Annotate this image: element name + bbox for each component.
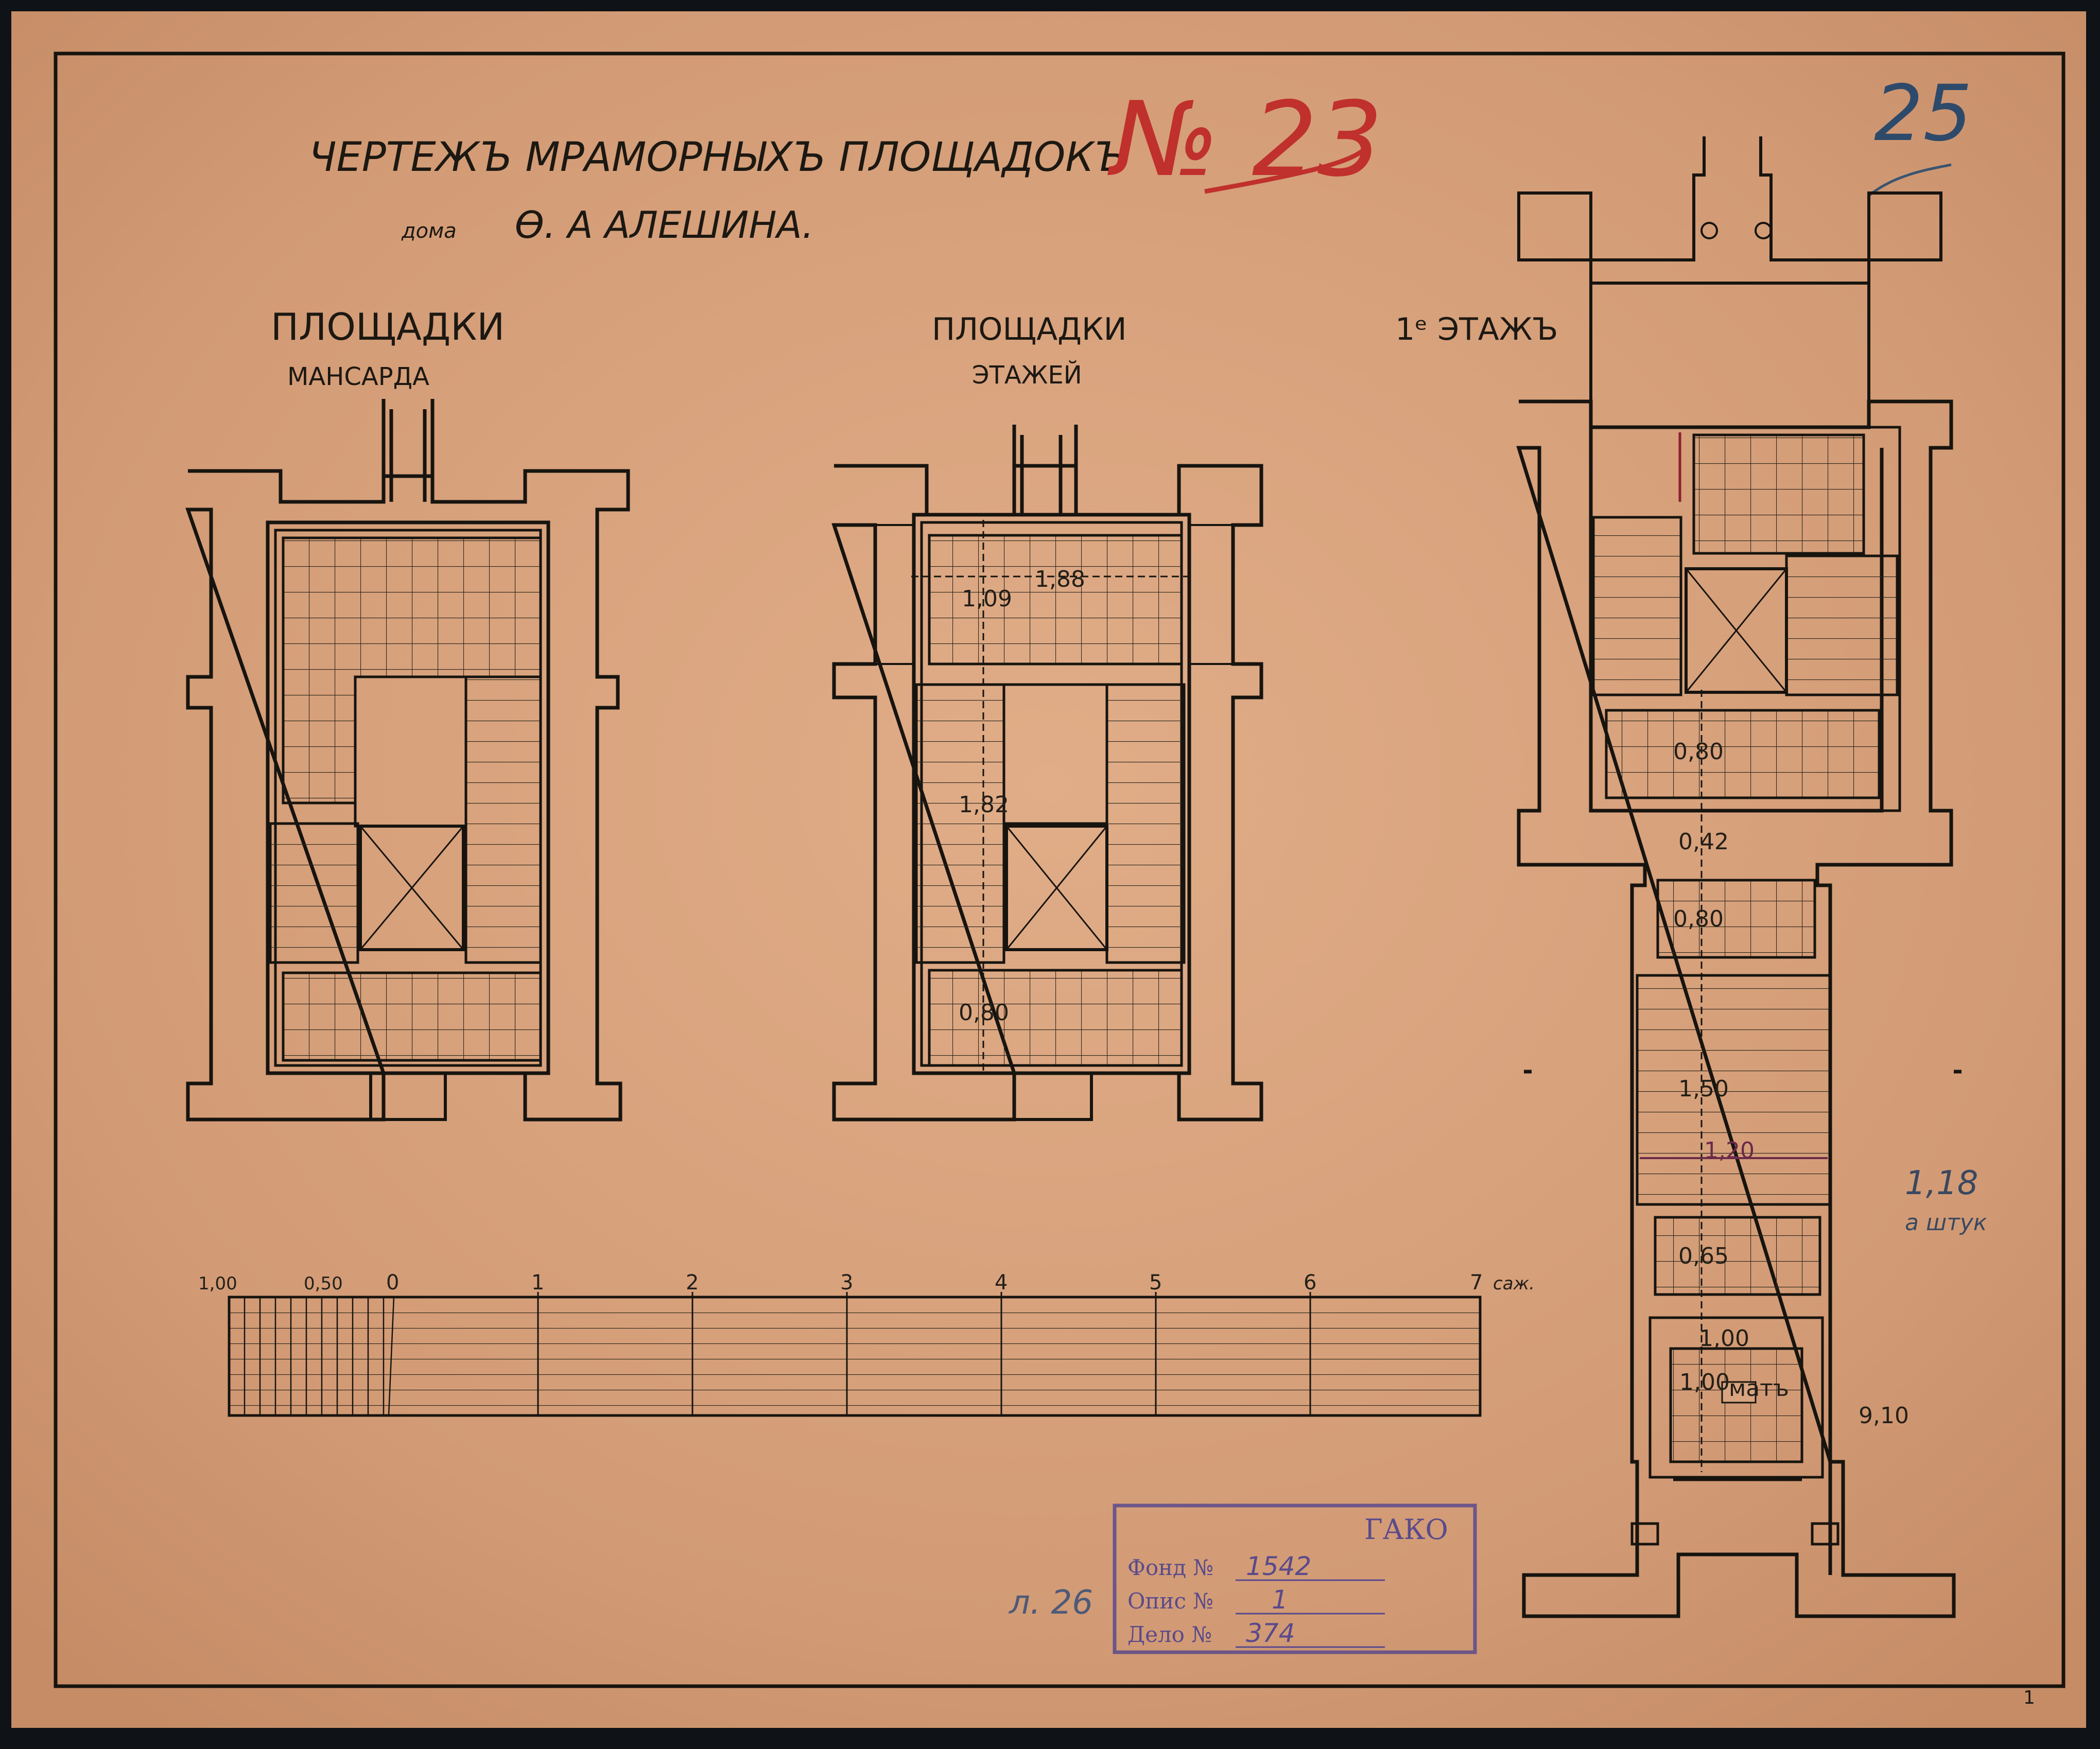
scale-unit: саж. [1493, 1273, 1535, 1294]
folio-number: 1 [2023, 1687, 2035, 1708]
floors-upper-landing [928, 534, 1183, 666]
ground-shaft-cross [1685, 568, 1787, 693]
ground-stairs-right [1785, 554, 1899, 696]
attic-bottom-post [369, 1072, 447, 1121]
stamp-opis-value: 1 [1272, 1585, 1288, 1615]
floors-title: ПЛОЩАДКИ [932, 311, 1127, 347]
attic-stairs-left [269, 822, 359, 964]
ground-vestibule-tile [1669, 1347, 1803, 1463]
ground-dim-1: 0,80 [1673, 739, 1724, 765]
scale-label-7: 7 [1470, 1271, 1483, 1295]
ground-top-walls [1517, 136, 1942, 401]
floors-dim-2: 1,88 [1035, 566, 1085, 592]
stamp-fond-value: 1542 [1246, 1551, 1311, 1581]
scale-label-2: 2 [686, 1271, 699, 1295]
ground-mat [1721, 1381, 1757, 1404]
floors-lower-landing [928, 969, 1183, 1067]
scale-bar-frame [228, 1296, 1482, 1417]
floors-walls [831, 425, 1263, 1122]
ground-upper-tile [1692, 433, 1865, 555]
ground-dim-10: 9,10 [1859, 1403, 1909, 1429]
floors-subtitle: ЭТАЖЕЙ [972, 360, 1082, 390]
floors-bottom-post [1013, 1072, 1093, 1121]
stamp-archive: ГАКО [1364, 1513, 1448, 1546]
scale-label-1: 1 [531, 1271, 544, 1295]
ground-landing-1 [1605, 709, 1881, 799]
scale-label-6: 6 [1304, 1271, 1316, 1295]
ground-dim-5: 1,20 [1704, 1138, 1755, 1164]
ground-vestibule [1648, 1316, 1824, 1479]
ground-stair-enclosure [1589, 426, 1901, 812]
floors-dim-1: 1,09 [962, 586, 1012, 612]
stamp-border [1113, 1503, 1477, 1654]
scale-label-3: 3 [840, 1271, 853, 1295]
sheet-subtitle-prefix: дома [401, 219, 457, 243]
floors-stairs-left [915, 683, 1005, 964]
ground-dim-4: 1,50 [1678, 1076, 1729, 1102]
ground-stairs-left [1592, 516, 1682, 696]
sheet-number-red: № 23 [1107, 80, 1383, 200]
ground-main-walls [1516, 399, 1962, 1618]
floors-pilaster-left [874, 524, 915, 665]
plan-ground-floor: 1ᵉ ЭТАЖЪ 0,80 0,42 0,80 1,50 1,20 0,65 1… [1395, 136, 1962, 1618]
floors-shaft-cross [1005, 826, 1108, 950]
ground-title: 1ᵉ ЭТАЖЪ [1395, 311, 1558, 347]
scale-bar: 1,00 0,50 0 1 2 3 4 5 6 7 саж. [198, 1271, 1535, 1417]
sheet-number: 25 [1874, 69, 1972, 159]
stamp-delo-label: Дело № [1127, 1622, 1212, 1647]
attic-lower-landing [282, 971, 542, 1062]
scale-bar-divisions [537, 1292, 1311, 1415]
ground-landing-3 [1654, 1216, 1821, 1296]
ground-dim-7: 1,00 [1699, 1325, 1749, 1352]
plan-floors: ПЛОЩАДКИ ЭТАЖЕЙ 1,09 1,88 1,82 0,80 [831, 311, 1263, 1122]
pencil-folio-note: л. 26 [1008, 1584, 1093, 1622]
ground-dim-9: матъ [1729, 1375, 1789, 1402]
attic-subtitle: МАНСАРДА [287, 362, 429, 391]
scale-label-4: 4 [995, 1271, 1008, 1295]
owner-name: Ѳ. А АЛЕШИНА. [515, 203, 814, 247]
plan-attic: ПЛОЩАДКИ МАНСАРДА [185, 305, 630, 1122]
ground-dim-8: 1,00 [1679, 1369, 1730, 1395]
floors-stairs-right [1105, 683, 1186, 964]
floors-dim-3: 1,82 [959, 792, 1009, 818]
scale-label-100: 1,00 [198, 1273, 237, 1294]
ground-dim-3: 0,80 [1673, 906, 1724, 932]
floors-dim-lines [911, 520, 1194, 1071]
floors-well [1002, 683, 1108, 825]
attic-lift-shaft [359, 825, 465, 951]
stamp-fond-label: Фонд № [1127, 1555, 1213, 1580]
ground-landing-2 [1656, 879, 1816, 959]
side-note-value: 1,18 [1905, 1164, 1978, 1202]
attic-stairs-right [464, 675, 542, 964]
ground-column-right [1755, 222, 1772, 239]
stamp-underlines [1236, 1579, 1385, 1648]
sheet-title: ЧЕРТЕЖЪ МРАМОРНЫХЪ ПЛОЩАДОКЪ [309, 134, 1127, 181]
archive-stamp: ГАКО Фонд № 1542 Опис № 1 Дело № 374 [1113, 1503, 1477, 1654]
ground-dim-2: 0,42 [1678, 829, 1729, 855]
stamp-opis-label: Опис № [1127, 1588, 1213, 1614]
ground-dim-6: 0,65 [1678, 1243, 1729, 1269]
side-note-text: а штук [1905, 1210, 1987, 1236]
sheet-number-strike [1868, 163, 1952, 197]
attic-title: ПЛОЩАДКИ [271, 305, 505, 348]
border-frame [54, 51, 2066, 1688]
attic-shaft-cross [359, 826, 464, 950]
scale-label-0: 0 [386, 1271, 399, 1295]
ground-entry-steps [1630, 1478, 1839, 1546]
attic-walls [185, 399, 630, 1122]
ground-main-stairs [1636, 974, 1832, 1206]
ground-lift-shaft [1685, 567, 1788, 694]
floors-lift-shaft [1005, 825, 1108, 951]
stamp-delo-value: 374 [1246, 1618, 1295, 1648]
floors-pilaster-right [1188, 524, 1234, 665]
scale-label-5: 5 [1149, 1271, 1162, 1295]
scale-label-050: 0,50 [304, 1273, 343, 1294]
red-underline [1204, 147, 1366, 194]
scale-bar-fine-division [244, 1297, 395, 1416]
ground-column-left [1700, 222, 1718, 239]
floors-dim-4: 0,80 [959, 1000, 1009, 1026]
